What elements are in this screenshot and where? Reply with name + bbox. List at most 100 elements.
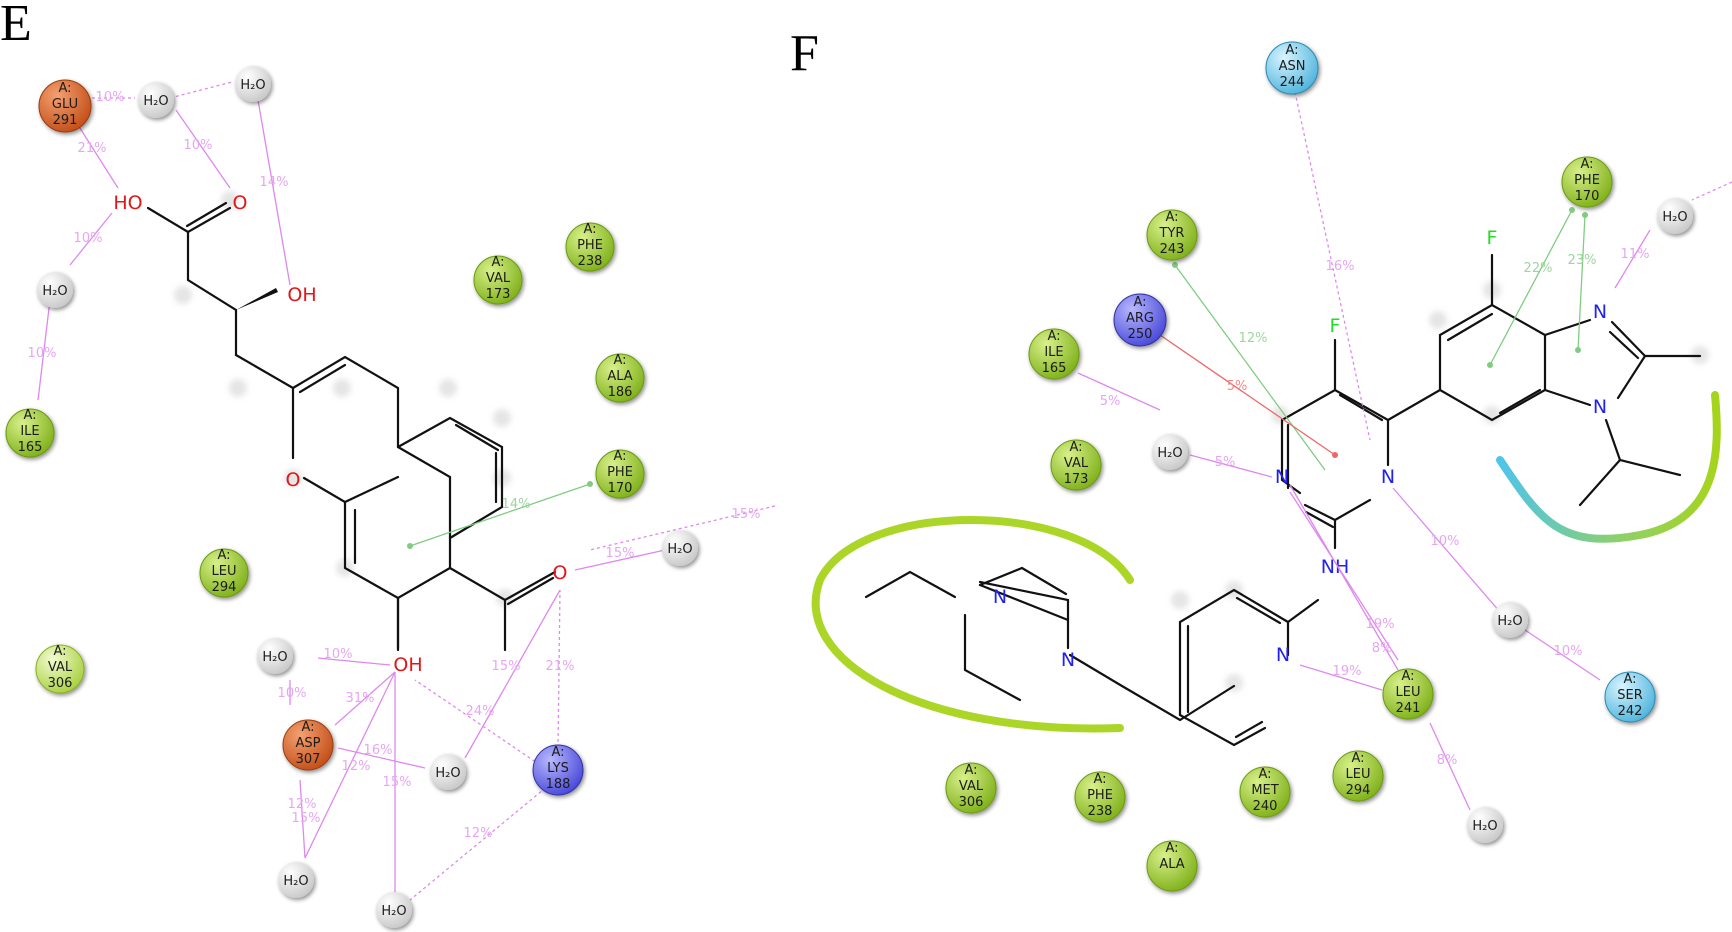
pct-f-13: 10% [1554,644,1583,659]
svg-text:A:: A: [301,720,314,735]
percent-labels-f: 16% 22% 23% 11% 12% 5% 5% 5% 10% 19% 8% … [1100,247,1650,768]
svg-text:ALA: ALA [1159,857,1184,872]
svg-text:173: 173 [1064,472,1089,487]
pct-e-12: 31% [346,691,375,706]
svg-text:250: 250 [1128,327,1153,342]
svg-text:238: 238 [1088,804,1113,819]
svg-text:LEU: LEU [212,564,237,579]
residue-f-val173: A: VAL 173 [1050,439,1102,491]
residue-f-met240: A: MET 240 [1239,766,1291,818]
svg-text:165: 165 [18,440,43,455]
svg-text:294: 294 [212,580,237,595]
svg-text:170: 170 [608,481,633,496]
atom-e-oh-chiral: OH [287,284,316,306]
atom-f-n-pyridine: N [1276,644,1290,666]
water-f-2: H₂O [1152,434,1188,470]
svg-text:H₂O: H₂O [262,650,287,665]
pct-e-14: 12% [342,759,371,774]
svg-text:PHE: PHE [577,238,603,253]
svg-text:ASP: ASP [296,736,321,751]
pct-f-11: 8% [1372,641,1393,656]
pct-e-20: 12% [464,826,493,841]
residue-e-val173: A: VAL 173 [473,255,523,305]
residue-e-val306: A: VAL 306 [35,644,85,694]
pct-f-6: 5% [1227,379,1248,394]
svg-text:H₂O: H₂O [667,542,692,557]
pct-e-3: 10% [184,138,213,153]
svg-text:SER: SER [1617,688,1643,703]
svg-text:ASN: ASN [1279,59,1306,74]
atom-e-o-ring: O [286,469,301,491]
residue-f-phe170: A: PHE 170 [1561,156,1613,208]
ligand-f-bonds [864,253,1702,747]
atom-f-n-imid2: N [1593,396,1607,418]
atom-f-f-benz: F [1487,227,1498,249]
waters-e: H₂O H₂O H₂O H₂O H₂O H₂O H₂O H₂O [37,66,698,928]
pct-e-18: 21% [546,659,575,674]
pct-e-5: 10% [74,231,103,246]
svg-text:LYS: LYS [547,761,569,776]
pct-f-7: 5% [1100,394,1121,409]
svg-text:A:: A: [23,408,36,423]
atom-f-n-imid1: N [1593,301,1607,323]
residue-f-asn244: A: ASN 244 [1265,41,1319,95]
svg-text:PHE: PHE [1087,788,1113,803]
ligand-f-atoms: F F N N N N N NH N N [993,227,1607,671]
residue-f-ile165: A: ILE 165 [1028,328,1080,380]
svg-text:H₂O: H₂O [283,874,308,889]
svg-text:241: 241 [1396,701,1421,716]
svg-text:A:: A: [1093,772,1106,787]
atom-f-f-pyr: F [1330,315,1341,337]
svg-text:H₂O: H₂O [240,78,265,93]
pocket-contours-f [811,391,1721,733]
residues-e: A: GLU 291 A: ILE 165 A: VAL 173 A: PHE … [5,79,645,796]
residue-f-ser242: A: SER 242 [1604,671,1656,723]
svg-text:A:: A: [1069,440,1082,455]
water-e-1: H₂O [138,82,174,118]
pct-e-2: 21% [78,141,107,156]
residue-e-asp307: A: ASP 307 [282,719,334,771]
svg-text:307: 307 [296,752,321,767]
atom-e-o-carbonyl: O [233,192,248,214]
pct-e-13: 16% [364,743,393,758]
svg-text:H₂O: H₂O [381,904,406,919]
svg-text:H₂O: H₂O [1662,210,1687,225]
svg-text:LEU: LEU [1396,685,1421,700]
svg-text:A:: A: [1133,295,1146,310]
svg-text:H₂O: H₂O [435,766,460,781]
svg-text:A:: A: [583,222,596,237]
svg-text:A:: A: [1401,669,1414,684]
svg-text:VAL: VAL [486,271,511,286]
svg-text:291: 291 [53,113,78,128]
pct-e-10: 10% [324,647,353,662]
svg-text:A:: A: [1047,329,1060,344]
svg-text:H₂O: H₂O [1157,446,1182,461]
svg-text:ARG: ARG [1126,311,1154,326]
pct-e-11: 10% [278,686,307,701]
exposure-halos-f [1171,281,1709,692]
svg-text:A:: A: [491,255,504,270]
water-e-5: H₂O [257,638,293,674]
residue-f-val306: A: VAL 306 [945,762,997,814]
panel-f: F F N N N N N NH N N [811,41,1732,892]
atom-f-n-pip1: N [993,586,1007,608]
pct-e-15: 15% [383,775,412,790]
svg-text:A:: A: [1165,210,1178,225]
svg-text:VAL: VAL [1064,456,1089,471]
pct-f-8: 5% [1215,455,1236,470]
svg-text:A:: A: [1623,672,1636,687]
atom-e-ho: HO [113,192,142,214]
atom-f-n-pip2: N [1061,649,1075,671]
residue-e-glu291: A: GLU 291 [38,79,92,133]
interactions-e [37,81,776,905]
atom-f-nh: NH [1321,556,1350,578]
svg-text:H₂O: H₂O [1472,819,1497,834]
water-e-2: H₂O [235,66,271,102]
svg-text:H₂O: H₂O [42,284,67,299]
svg-text:170: 170 [1575,189,1600,204]
water-e-7: H₂O [278,862,314,898]
svg-text:A:: A: [58,81,71,96]
pct-e-1: 10% [96,90,125,105]
svg-text:306: 306 [48,676,73,691]
